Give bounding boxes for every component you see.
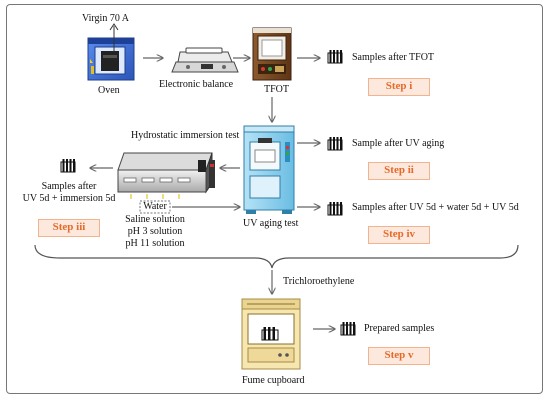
label-fume-cupboard: Fume cupboard — [242, 375, 305, 386]
label-hydrostatic-immersion-test: Hydrostatic immersion test — [131, 130, 240, 141]
uv-chamber-icon — [243, 125, 295, 214]
immersion-bath-icon — [117, 152, 215, 194]
step-ii-badge: Step ii — [368, 162, 430, 180]
label-ph11-solution: pH 11 solution — [125, 238, 185, 249]
drip-arrows — [130, 194, 180, 199]
step-iii-badge: Step iii — [38, 219, 100, 237]
diagram-frame — [6, 4, 543, 394]
flow-arrows — [90, 58, 335, 329]
step-iv-badge: Step iv — [368, 226, 430, 244]
label-electronic-balance: Electronic balance — [159, 79, 234, 90]
label-uv-aging-test: UV aging test — [243, 218, 299, 229]
water-highlight-box — [139, 200, 171, 214]
label-oven: Oven — [98, 85, 120, 96]
step-i-badge: Step i — [368, 78, 430, 96]
label-samples-uv-water-uv: Samples after UV 5d + water 5d + UV 5d — [352, 202, 519, 213]
label-tfot: TFOT — [264, 84, 289, 95]
balance-icon — [171, 47, 239, 73]
label-virgin-binder: Virgin 70 A — [82, 13, 129, 24]
label-saline-solution: Saline solution — [125, 214, 185, 225]
fume-cupboard-icon — [241, 298, 301, 370]
oven-icon — [87, 37, 135, 81]
label-prepared-samples: Prepared samples — [364, 323, 435, 334]
label-uv-immersion: UV 5d + immersion 5d — [22, 193, 116, 204]
sample-rack-icon-uv — [327, 137, 343, 151]
label-samples-after-tfot: Samples after TFOT — [352, 52, 435, 63]
sample-rack-icon-prepared — [340, 322, 356, 336]
label-water: Water — [143, 201, 167, 212]
label-trichloroethylene: Trichloroethylene — [283, 276, 355, 287]
grouping-brace — [34, 244, 519, 269]
label-ph3-solution: pH 3 solution — [127, 226, 183, 237]
sample-rack-icon-immersion — [60, 159, 76, 173]
tfot-oven-icon — [252, 27, 292, 81]
label-samples-after: Samples after — [41, 181, 97, 192]
sample-rack-icon-tfot — [327, 50, 343, 64]
step-v-badge: Step v — [368, 347, 430, 365]
sample-rack-icon-uv-water — [327, 202, 343, 216]
label-sample-after-uv: Sample after UV aging — [352, 138, 445, 149]
